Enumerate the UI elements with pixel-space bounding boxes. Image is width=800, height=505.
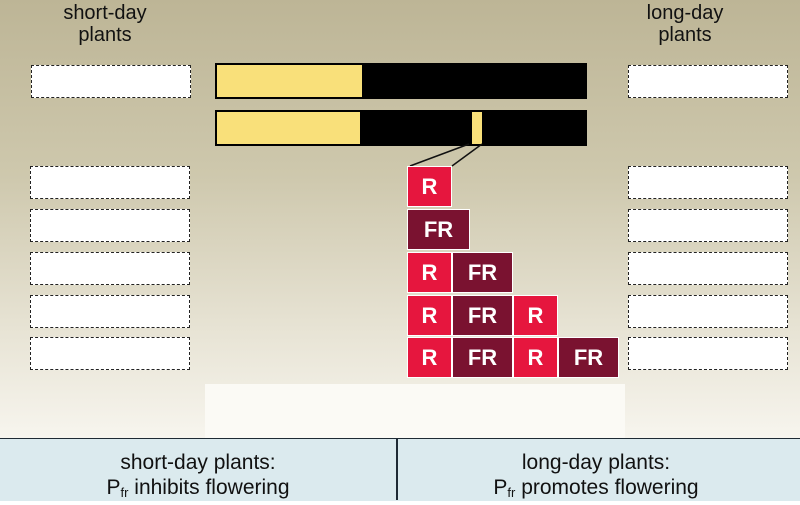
short-day-answer-box-5[interactable]: [30, 295, 190, 328]
pulse-FR: FR: [558, 337, 619, 378]
long-day-caption: long-day plants: Pfr promotes flowering: [398, 450, 794, 505]
pulse-FR: FR: [452, 252, 513, 293]
light-period: [217, 112, 360, 144]
short-day-header-line2: plants: [78, 24, 132, 46]
pulse-label: R: [527, 302, 544, 328]
short-day-answer-box-3[interactable]: [30, 209, 190, 242]
short-day-caption-title: short-day plants:: [120, 451, 276, 474]
long-day-answer-box-5[interactable]: [628, 295, 788, 328]
long-day-caption-effect: Pfr promotes flowering: [398, 475, 794, 505]
pulse-label: R: [421, 173, 438, 199]
long-day-answer-box-2[interactable]: [628, 166, 788, 199]
short-day-answer-box-2[interactable]: [30, 166, 190, 199]
pfr-subscript: fr: [507, 485, 516, 500]
pulse-R: R: [407, 252, 452, 293]
short-day-caption-effect: Pfr inhibits flowering: [0, 475, 396, 505]
pulse-label: FR: [573, 344, 604, 370]
pulse-FR: FR: [452, 295, 513, 336]
photoperiod-bar-continuous-night: [215, 63, 587, 99]
pulse-label: R: [421, 259, 438, 285]
night-interruption-flash: [472, 112, 482, 144]
pulse-R: R: [407, 166, 452, 207]
pulse-label: R: [421, 344, 438, 370]
pulse-R: R: [513, 337, 558, 378]
short-day-answer-box-6[interactable]: [30, 337, 190, 370]
long-day-header-line2: plants: [658, 24, 712, 46]
short-day-answer-box-4[interactable]: [30, 252, 190, 285]
photoperiod-bar-interrupted-night: [215, 110, 587, 146]
dark-period: [362, 65, 585, 97]
pulse-label: FR: [467, 259, 498, 285]
long-day-plants-header: long-day plants: [600, 2, 770, 46]
white-panel: [205, 384, 625, 438]
long-day-answer-box-1[interactable]: [628, 65, 788, 98]
pulse-R: R: [407, 337, 452, 378]
pfr-symbol: P: [106, 476, 121, 499]
short-day-answer-box-1[interactable]: [31, 65, 191, 98]
pulse-FR: FR: [452, 337, 513, 378]
pfr-subscript: fr: [120, 485, 129, 500]
long-day-caption-title: long-day plants:: [521, 451, 671, 474]
long-day-answer-box-3[interactable]: [628, 209, 788, 242]
effect-text: promotes flowering: [515, 476, 699, 499]
short-day-caption: short-day plants: Pfr inhibits flowering: [0, 450, 396, 505]
pulse-label: FR: [467, 344, 498, 370]
light-period: [217, 65, 362, 97]
short-day-plants-header: short-day plants: [20, 2, 190, 46]
pulse-R: R: [407, 295, 452, 336]
pulse-R: R: [513, 295, 558, 336]
leader-line-left: [409, 143, 470, 167]
long-day-answer-box-4[interactable]: [628, 252, 788, 285]
pfr-symbol: P: [493, 476, 508, 499]
pulse-label: FR: [467, 302, 498, 328]
pulse-label: R: [421, 302, 438, 328]
short-day-header-line1: short-day: [63, 2, 147, 24]
pulse-label: FR: [423, 216, 454, 242]
pulse-FR: FR: [407, 209, 470, 250]
long-day-header-line1: long-day: [646, 2, 724, 24]
caption-divider: [396, 438, 398, 500]
effect-text: inhibits flowering: [128, 476, 290, 499]
long-day-answer-box-6[interactable]: [628, 337, 788, 370]
caption-panel: [0, 438, 800, 501]
pulse-label: R: [527, 344, 544, 370]
leader-line-right: [451, 143, 483, 167]
